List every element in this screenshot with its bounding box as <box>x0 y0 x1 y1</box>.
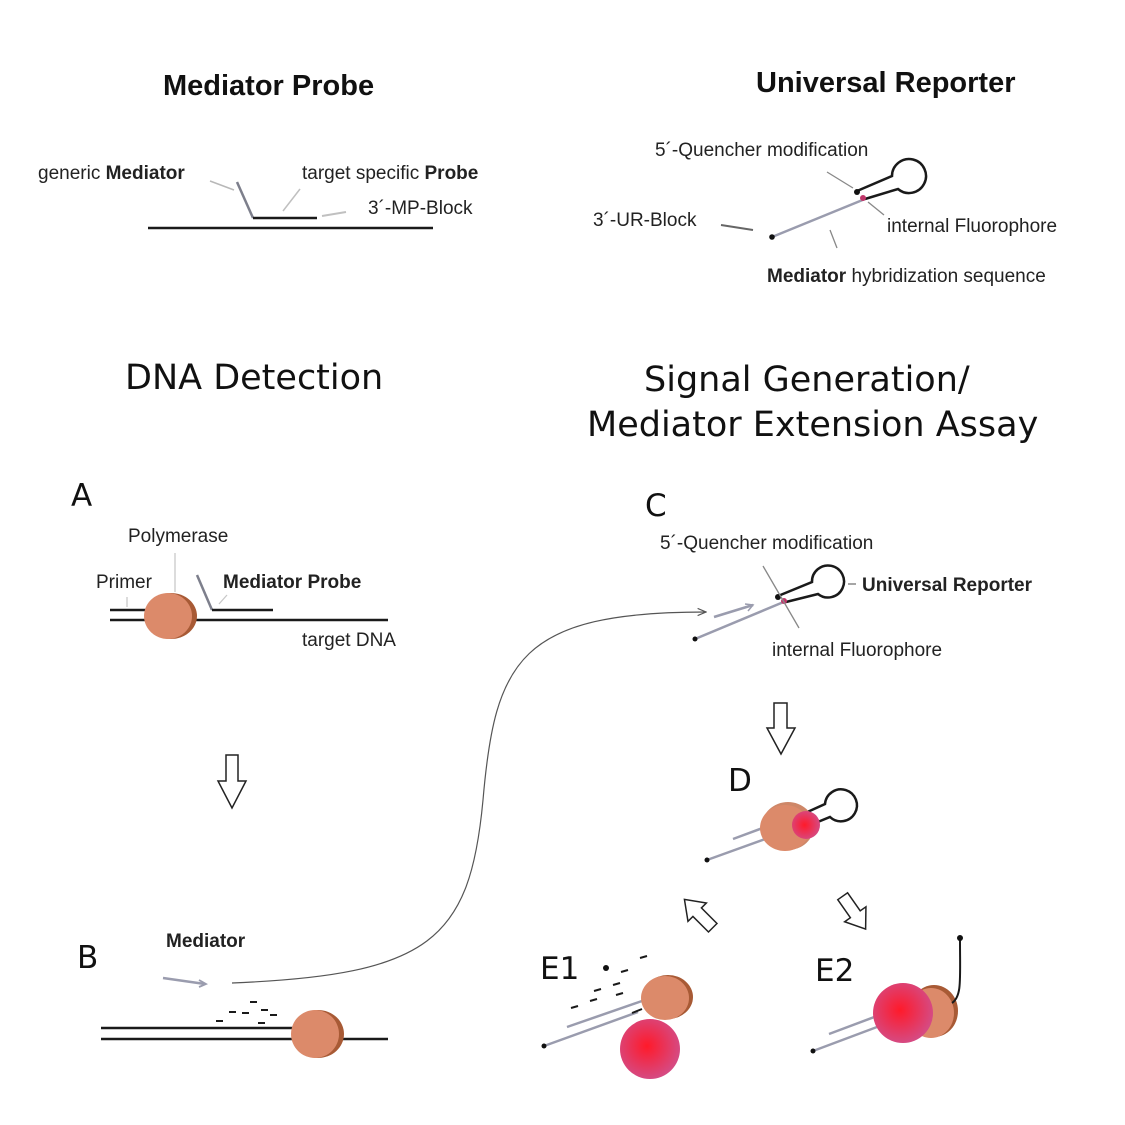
ur-block-dot <box>704 857 710 863</box>
released-quencher-dot <box>603 965 609 971</box>
generic-mediator-label: generic Mediator <box>38 163 185 185</box>
polymerase <box>144 593 192 639</box>
down-arrow-icon <box>765 702 797 756</box>
ur-quencher-label: 5´-Quencher modification <box>655 140 869 161</box>
universal-reporter-schematic <box>720 157 928 249</box>
mediator-probe-label: Mediator Probe <box>223 572 362 593</box>
hairpin-stem-loop <box>856 157 928 201</box>
panel-c-letter: C <box>645 488 667 524</box>
label-bold: Mediator <box>767 266 847 287</box>
panel-e1-graphic <box>541 955 693 1079</box>
c-fluorophore-label: internal Fluorophore <box>772 640 943 661</box>
mediator-hybridization-label: Mediator hybridization sequence <box>767 266 1046 288</box>
incoming-mediator <box>713 603 754 619</box>
released-fragments <box>570 955 648 1009</box>
ur-block-dot <box>541 1043 547 1049</box>
label-bold: Probe <box>424 163 479 184</box>
polymerase <box>291 1010 339 1058</box>
panel-b-letter: B <box>77 940 99 976</box>
arrow-to-e1-icon <box>683 898 719 934</box>
label-text: target specific <box>302 163 425 184</box>
quencher-dot <box>854 189 860 195</box>
mp-block-label: 3´-MP-Block <box>368 198 473 219</box>
ur-block-dot <box>769 234 775 240</box>
fluorophore-glow <box>873 983 933 1043</box>
target-specific-probe-label: target specific Probe <box>302 163 478 185</box>
universal-reporter-label: Universal Reporter <box>862 575 1033 596</box>
reporter-strand <box>694 599 787 641</box>
arrow-to-e2-icon <box>836 891 867 931</box>
fluorophore-glow <box>792 811 820 839</box>
fluorophore-dot <box>860 195 866 201</box>
leader-line <box>218 594 228 605</box>
down-arrow-icon <box>216 754 248 810</box>
leader-line <box>829 229 838 249</box>
panel-c-graphic <box>692 564 856 642</box>
mediator-hybridization-strand <box>771 197 866 239</box>
mediator-transfer-curve <box>231 612 706 984</box>
universal-reporter-title: Universal Reporter <box>756 67 1016 99</box>
leader-line <box>209 180 235 191</box>
leader-line <box>282 188 301 212</box>
polymerase-label: Polymerase <box>128 526 229 547</box>
leader-line <box>762 565 800 629</box>
panel-a-letter: A <box>71 478 93 514</box>
mediator-arrow <box>162 976 206 986</box>
signal-generation-title-line2: Mediator Extension Assay <box>587 405 1039 445</box>
ur-block-dot <box>810 1048 816 1054</box>
leader-line <box>321 211 347 217</box>
incoming-mediator-arrowhead <box>744 603 755 612</box>
strand <box>543 1010 639 1048</box>
strand <box>566 999 643 1029</box>
hairpin-stem-loop <box>777 564 846 604</box>
mediator-label: Mediator <box>166 931 246 952</box>
leader-line <box>720 224 754 231</box>
mediator-segment <box>235 181 255 219</box>
panel-a-graphic <box>110 553 388 639</box>
cleaved-fragments <box>216 1001 277 1024</box>
leader-line <box>826 171 854 189</box>
mediator-probe-title: Mediator Probe <box>163 70 375 102</box>
ur-block-dot <box>692 636 698 642</box>
signal-generation-title-line1: Signal Generation/ <box>644 360 970 400</box>
label-bold: Mediator <box>105 163 185 184</box>
dna-detection-title: DNA Detection <box>125 358 384 398</box>
ur-fluorophore-label: internal Fluorophore <box>887 216 1058 237</box>
primer-label: Primer <box>96 572 152 593</box>
panel-e2-graphic <box>810 935 963 1054</box>
panel-d-graphic <box>704 788 859 863</box>
strand <box>812 1022 886 1053</box>
panel-e2-letter: E2 <box>815 953 855 989</box>
leader-line <box>867 201 885 216</box>
extension-segment <box>631 1008 643 1014</box>
label-text: hybridization sequence <box>846 266 1046 287</box>
panel-e1-letter: E1 <box>540 951 580 987</box>
c-quencher-label: 5´-Quencher modification <box>660 533 874 554</box>
quencher-dot <box>957 935 963 941</box>
mediator-arrowhead <box>198 979 209 988</box>
polymerase <box>641 976 689 1020</box>
strand <box>706 836 769 862</box>
label-text: generic <box>38 163 106 184</box>
panel-d-letter: D <box>728 763 752 799</box>
mediator-probe-mediator-arm <box>195 574 214 611</box>
mediator-probe-schematic <box>148 180 433 230</box>
target-dna-label: target DNA <box>302 630 396 651</box>
hairpin-stem-loop <box>802 788 859 828</box>
panel-b-graphic <box>101 976 388 1058</box>
displaced-quencher-strand <box>951 939 962 1004</box>
released-fluorophore-glow <box>620 1019 680 1079</box>
ur-block-label: 3´-UR-Block <box>593 210 697 231</box>
